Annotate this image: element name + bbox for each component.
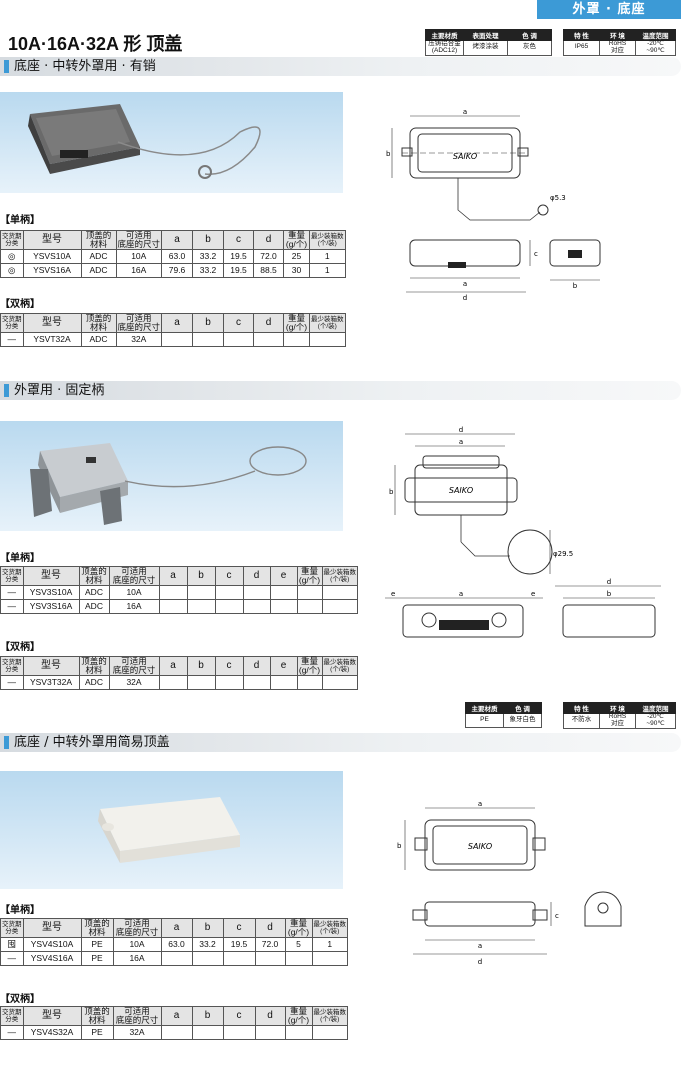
drawing-1: SAIKO a b φ5.3 a d c b (386, 108, 601, 302)
brand-mark: SAIKO (453, 152, 477, 161)
label-double-3: 【双柄】 (0, 994, 40, 1005)
svg-text:a: a (459, 590, 463, 598)
drawing-3: SAIKO a b c a d (397, 800, 622, 966)
svg-text:d: d (459, 426, 463, 434)
drawing-2: SAIKO d a b φ29.5 e a e d b (385, 426, 661, 638)
spec-table-1-double: 交货期分类 型号 顶盖的材料 可适用底座的尺寸 a b c d 重量(g/个) … (0, 313, 346, 347)
spec-table-1-single: 交货期分类 型号 顶盖的材料 可适用底座的尺寸 a b c d 重量(g/个) … (0, 230, 346, 278)
label-single-3: 【单柄】 (0, 905, 40, 916)
svg-text:a: a (478, 800, 482, 808)
svg-text:a: a (463, 108, 467, 116)
svg-text:a: a (478, 942, 482, 950)
photo-simple-cover (0, 771, 343, 889)
photo-cover-pin (0, 92, 343, 193)
photo-cover-fixed-lever (0, 421, 343, 531)
svg-text:c: c (555, 912, 559, 920)
svg-text:SAIKO: SAIKO (468, 842, 492, 851)
svg-text:b: b (389, 488, 394, 496)
svg-text:φ29.5: φ29.5 (553, 550, 573, 558)
svg-text:d: d (607, 578, 611, 586)
svg-text:φ5.3: φ5.3 (550, 194, 566, 202)
spec-table-2-single: 交货期分类 型号 顶盖的材料 可适用底座的尺寸 a b c d e 重量(g/个… (0, 566, 358, 614)
svg-text:a: a (463, 280, 467, 288)
label-single-2: 【单柄】 (0, 553, 40, 564)
label-double-2: 【双柄】 (0, 642, 40, 653)
svg-text:SAIKO: SAIKO (449, 486, 473, 495)
svg-text:b: b (607, 590, 612, 598)
svg-text:b: b (386, 150, 391, 158)
spec-table-3-single: 交货期分类 型号 顶盖的材料 可适用底座的尺寸 a b c d 重量(g/个) … (0, 918, 348, 966)
spec-table-2-double: 交货期分类 型号 顶盖的材料 可适用底座的尺寸 a b c d e 重量(g/个… (0, 656, 358, 690)
svg-text:d: d (478, 958, 482, 966)
svg-text:e: e (531, 590, 535, 598)
section-title-1: 底座 · 中转外罩用 · 有销 (0, 57, 681, 76)
label-single-1: 【单柄】 (0, 215, 40, 226)
page-title: 10A·16A·32A 形 顶盖 (8, 34, 183, 54)
section-title-2: 外罩用 · 固定柄 (0, 381, 681, 400)
svg-text:c: c (534, 250, 538, 258)
spec-table-3-double: 交货期分类 型号 顶盖的材料 可适用底座的尺寸 a b c d 重量(g/个) … (0, 1006, 348, 1040)
svg-text:b: b (573, 282, 578, 290)
attr-table-material: 主要材质表面处理色 调 压铸铝合金(ADC12)烤漆涂装灰色 (425, 29, 552, 56)
svg-text:e: e (391, 590, 395, 598)
category-tab: 外罩 · 底座 (537, 0, 681, 19)
section-title-3: 底座 / 中转外罩用简易顶盖 (0, 733, 681, 752)
label-double-1: 【双柄】 (0, 299, 40, 310)
svg-text:a: a (459, 438, 463, 446)
svg-text:b: b (397, 842, 402, 850)
svg-text:d: d (463, 294, 467, 302)
